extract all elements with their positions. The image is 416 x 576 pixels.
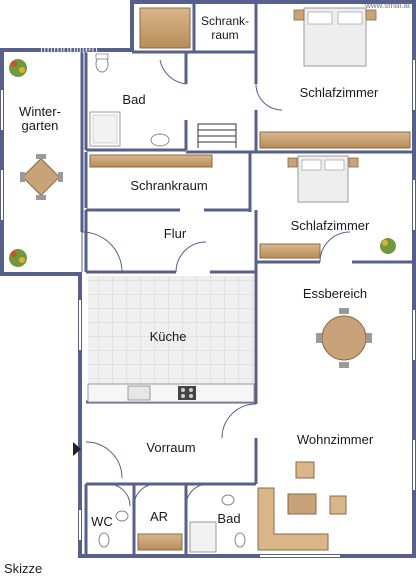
bed-icon	[287, 155, 359, 203]
dining-table-icon	[20, 154, 63, 200]
kitchen-counter	[87, 383, 255, 403]
armchair-icon	[295, 461, 315, 479]
room-label-vorraum: Vorraum	[146, 440, 196, 455]
entrance-arrow-icon	[73, 442, 81, 456]
caption: Skizze	[4, 561, 43, 576]
wardrobe-schlafzimmer	[259, 131, 411, 149]
dining-table-icon	[316, 308, 372, 368]
stairs-icon	[197, 123, 237, 148]
wardrobe-schlafzimmer-2	[259, 243, 321, 259]
wardrobe-top	[139, 7, 191, 49]
room-label-essbereich: Essbereich	[302, 286, 368, 301]
room-label-flur: Flur	[163, 226, 187, 241]
sink-icon	[115, 510, 129, 522]
room-label-ar: AR	[149, 509, 169, 524]
kitchen-tile-floor	[88, 276, 254, 384]
sink-icon	[221, 494, 235, 506]
room-label-wohnzimmer: Wohnzimmer	[296, 432, 374, 447]
room-label-kueche: Küche	[149, 329, 187, 344]
room-label-bad-lower: Bad	[217, 511, 241, 526]
toilet-icon	[98, 532, 110, 548]
room-label-wintergarten: Winter- garten	[19, 104, 61, 133]
room-label-schrankraum-top: Schrank- raum	[200, 14, 250, 42]
room-label-schrankraum: Schrankraum	[130, 178, 208, 193]
sink-icon	[127, 385, 151, 401]
shower-icon	[89, 111, 121, 147]
wardrobe-schrankraum	[89, 154, 213, 168]
room-label-bad-upper: Bad	[122, 92, 146, 107]
agency-watermark: Immobilien	[40, 44, 99, 56]
sofa-icon	[257, 487, 329, 551]
windows	[1, 60, 415, 557]
sink-icon	[150, 133, 170, 147]
armchair-icon	[329, 495, 347, 515]
shower-icon	[189, 521, 217, 553]
watermark: www.smal.at	[365, 1, 410, 10]
inner-walls	[80, 2, 414, 556]
room-label-wc: WC	[91, 514, 113, 529]
bed-icon	[293, 7, 377, 67]
coffee-table	[287, 493, 317, 515]
plant-icon	[9, 59, 27, 77]
plant-icon	[380, 238, 396, 254]
plant-icon	[9, 249, 27, 267]
ar-shelf	[137, 533, 183, 551]
stove-icon	[178, 386, 196, 400]
toilet-icon	[95, 53, 109, 73]
room-label-schlafzimmer: Schlafzimmer	[299, 85, 379, 100]
room-label-schlafzimmer-2: Schlafzimmer	[290, 218, 370, 233]
toilet-icon	[234, 532, 246, 548]
